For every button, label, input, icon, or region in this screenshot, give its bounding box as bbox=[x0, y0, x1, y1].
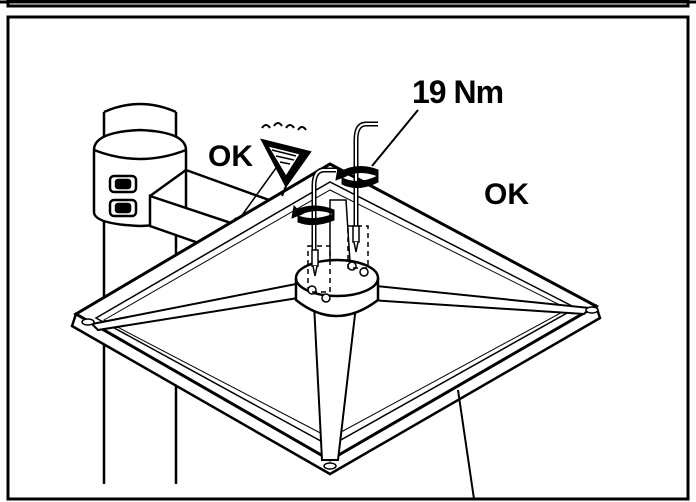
rotation-arrow-icon bbox=[291, 204, 335, 226]
ok-label-lubricate: OK bbox=[208, 140, 253, 173]
hex-key-icon bbox=[352, 121, 378, 253]
ok-label-assembly: OK bbox=[484, 178, 529, 211]
grease-applicator-icon bbox=[260, 122, 312, 197]
torque-value-label: 19 Nm bbox=[412, 74, 504, 110]
hex-key-icon bbox=[311, 167, 336, 277]
grease-leader-line bbox=[239, 167, 277, 219]
base-feet bbox=[81, 306, 599, 470]
rotation-arrow-icon bbox=[335, 166, 379, 188]
torque-leader-line bbox=[371, 109, 419, 167]
previous-panel-frame bbox=[0, 0, 696, 8]
pointer-line bbox=[457, 389, 475, 500]
